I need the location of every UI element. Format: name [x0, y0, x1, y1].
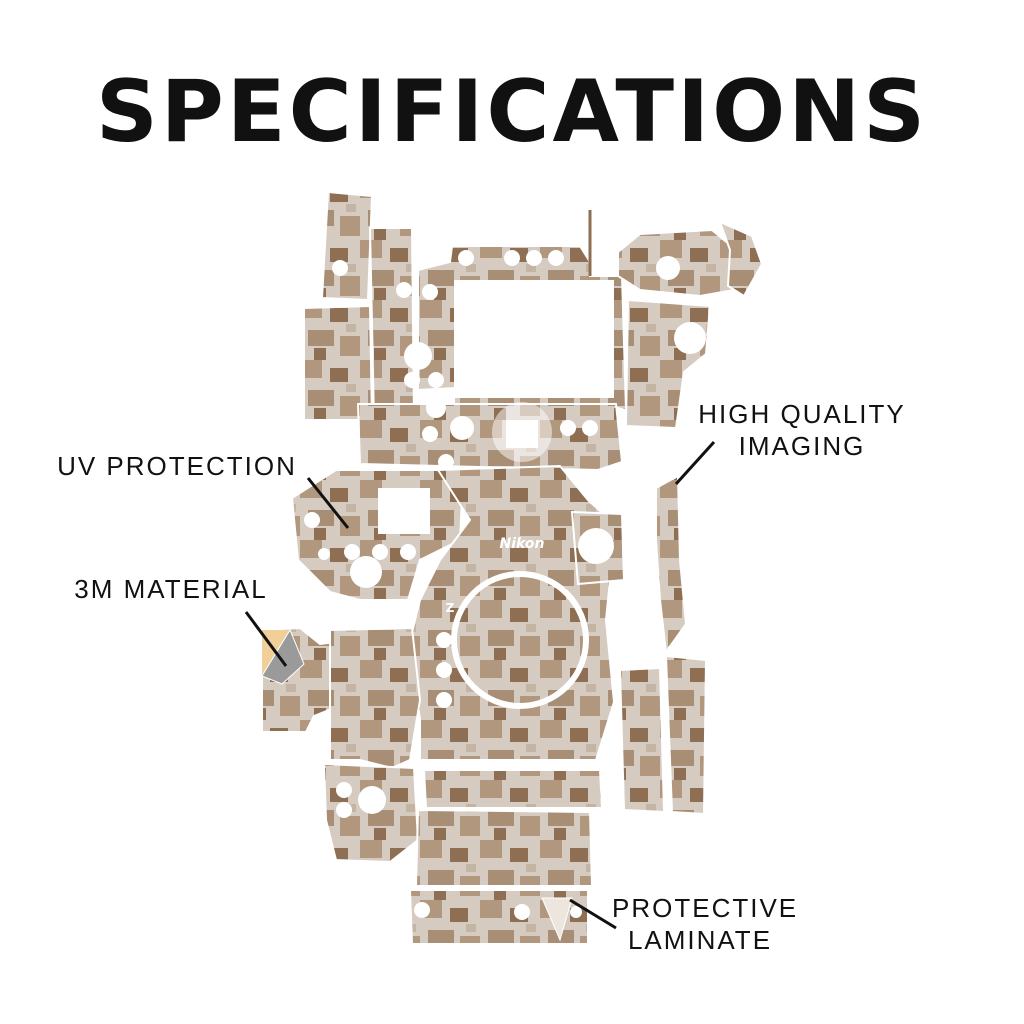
laminate-peel [541, 897, 573, 942]
skin-piece [718, 220, 764, 298]
callout-line-imaging [674, 440, 716, 486]
label-imaging-line2: IMAGING [738, 431, 866, 461]
label-uv-protection: UV PROTECTION [57, 451, 297, 481]
material-foil [261, 628, 305, 685]
label-high-quality-imaging: HIGH QUALITY IMAGING [692, 398, 912, 462]
lcd-cutout-small [378, 488, 430, 534]
lcd-cutout [454, 280, 614, 398]
label-laminate-line2: LAMINATE [627, 925, 773, 955]
lens-mount-ring [451, 571, 589, 709]
skin-piece [422, 769, 604, 809]
label-protective-laminate: PROTECTIVE LAMINATE [612, 892, 799, 956]
skin-piece [368, 227, 416, 421]
callout-line-uv [306, 477, 350, 529]
label-imaging-line1: HIGH QUALITY [698, 399, 906, 429]
skin-piece [655, 474, 688, 655]
viewfinder-window [506, 420, 538, 448]
skin-piece [320, 190, 374, 302]
skin-piece [356, 403, 624, 472]
callout-line-laminate [569, 898, 617, 930]
callout-line-material [244, 611, 288, 667]
page-title: SPECIFICATIONS [95, 62, 929, 162]
z-mark: Z [446, 601, 455, 615]
skin-piece [618, 666, 666, 814]
skin-piece [414, 808, 594, 887]
label-laminate-line1: PROTECTIVE [612, 893, 799, 923]
label-3m-material: 3M MATERIAL [74, 574, 268, 604]
skin-piece [303, 304, 374, 421]
skin-piece [408, 889, 589, 945]
brand-logo: Nikon [500, 536, 545, 552]
skin-piece [664, 654, 708, 816]
skin-piece [329, 626, 422, 770]
